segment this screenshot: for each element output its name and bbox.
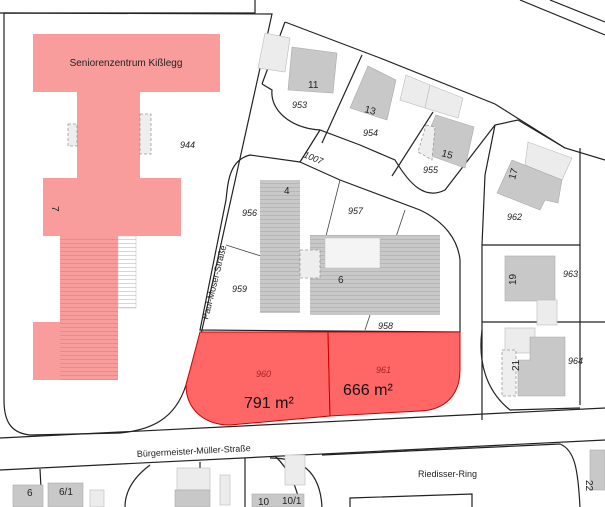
house-number: 6: [27, 488, 33, 499]
parcel-boundary: [519, 0, 605, 36]
parcel-boundary: [284, 21, 566, 149]
house-number: 10/1: [282, 496, 302, 507]
parcel-label: 955: [423, 165, 439, 175]
house-number: 21: [511, 359, 522, 371]
house-number: 13: [363, 104, 377, 118]
parcel-boundary: [481, 124, 496, 420]
parcel-label: 953: [292, 100, 307, 110]
street-label-riedisser-ring: Riedisser-Ring: [418, 469, 477, 479]
house-number: 4: [284, 186, 290, 197]
parcel-label: 954: [363, 128, 378, 138]
parcel-boundary: [349, 493, 473, 507]
parcel-960-area: 791 m²: [244, 395, 294, 412]
house-number: 6: [338, 275, 344, 286]
parcel-961-highlight[interactable]: [327, 331, 461, 417]
parcel-960-label: 960: [256, 369, 271, 379]
parcel-960-highlight[interactable]: [185, 331, 331, 426]
parcel-boundary: [261, 83, 605, 194]
street-label-buergermeister-mueller: Bürgermeister-Müller-Straße: [137, 443, 251, 459]
parcel-961-area: 666 m²: [343, 382, 393, 399]
house-number: 17: [507, 167, 521, 181]
house-number: 19: [508, 273, 519, 285]
parcel-boundary: [321, 54, 363, 144]
parcel-961-label: 961: [376, 365, 391, 375]
house-number: 11: [308, 80, 319, 91]
parcel-boundary: [199, 154, 461, 333]
building-name-label: Seniorenzentrum Kißlegg: [70, 58, 183, 69]
parcel-boundary: [299, 129, 321, 163]
parcel-boundary: [391, 111, 434, 177]
parcel-label: 956: [242, 208, 257, 218]
house-number: 7: [49, 206, 60, 212]
parcel-label: 944: [180, 140, 195, 150]
road-edge: [0, 407, 605, 439]
buildings: [12, 32, 605, 507]
house-number: 22: [583, 480, 594, 492]
house-number: 6/1: [59, 487, 73, 498]
parcel-label: 958: [378, 321, 393, 331]
house-number: 10: [258, 497, 270, 507]
building-seniorenzentrum[interactable]: [33, 34, 220, 380]
house-number: 15: [440, 148, 454, 162]
parcel-label: 962: [507, 212, 522, 222]
parcel-boundary: [269, 443, 581, 507]
parcel-boundary: [480, 329, 581, 411]
parcel-label: 957: [348, 206, 364, 216]
parcel-boundary: [0, 0, 256, 14]
parcel-944[interactable]: [3, 12, 273, 436]
parcel-label: 964: [568, 356, 583, 366]
parcel-label: 963: [563, 269, 578, 279]
parcel-label: 959: [232, 284, 247, 294]
